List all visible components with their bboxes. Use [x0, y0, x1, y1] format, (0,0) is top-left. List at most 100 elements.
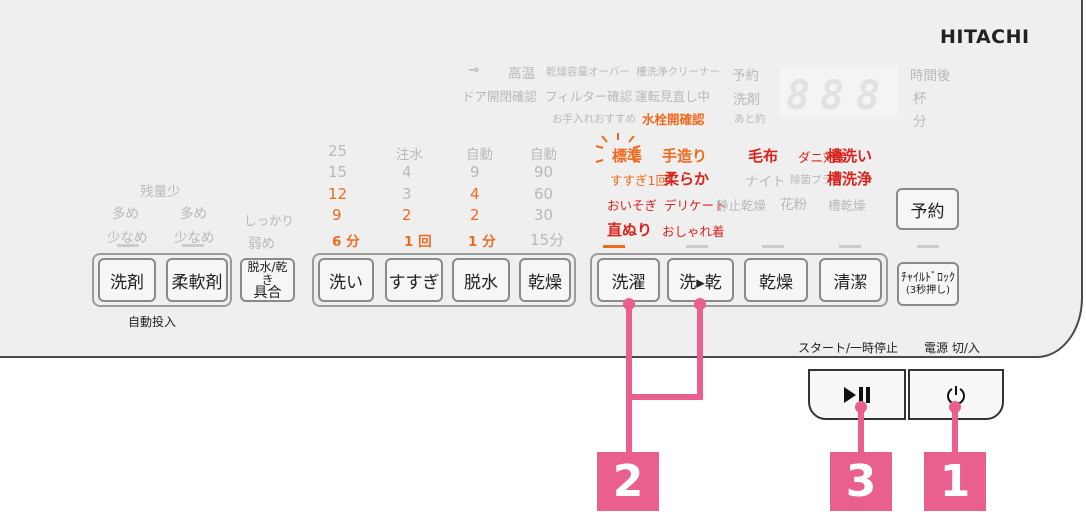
wash-value: 25	[328, 142, 348, 160]
course-fashion: おしゃれ着	[662, 224, 725, 239]
course-direct-apply: 直ぬり	[607, 221, 653, 239]
indicator-remaining: あと約	[734, 113, 766, 125]
course-pollen: 花粉	[780, 197, 807, 213]
spin-value: 4	[470, 185, 480, 203]
spin-dry-level-button[interactable]: 脱水/乾き具合	[240, 258, 295, 302]
indicator-dash	[839, 245, 861, 248]
step-marker-2: 2	[597, 452, 659, 511]
lcd-digit: 8	[786, 73, 811, 119]
indicator-dash-active	[603, 245, 625, 248]
course-standard: 標準	[612, 147, 643, 165]
clean-course-button[interactable]: 清潔	[819, 258, 882, 302]
key-icon: ⊸	[468, 62, 480, 78]
callout-line	[626, 394, 703, 400]
course-soft: 柔らか	[664, 170, 710, 188]
wash-value: 12	[328, 185, 348, 203]
auto-dose-label: 自動投入	[128, 315, 177, 329]
course-static-dry: 静止乾燥	[716, 198, 767, 213]
course-tub-wash: 槽洗い	[827, 147, 873, 165]
callout-line	[858, 406, 864, 452]
detergent-button[interactable]: 洗剤	[98, 258, 156, 302]
indicator-faucet-check: 水栓開確認	[642, 112, 705, 127]
rinse-value: 4	[402, 163, 412, 181]
lcd-digit: 8	[856, 73, 881, 119]
step-marker-1: 1	[924, 452, 986, 511]
course-handmade: 手造り	[662, 147, 708, 165]
indicator-dash	[117, 244, 139, 247]
detergent-button-group	[92, 253, 232, 307]
child-lock-hint: (3秒押し)	[905, 285, 951, 296]
indicator-care-recommend: お手入れおすすめ	[552, 113, 636, 125]
unit-cups: 杯	[913, 91, 927, 107]
indicator-dash	[182, 244, 204, 247]
indicator-dash	[762, 245, 784, 248]
indicator-tub-cleaner: 槽洗浄クリーナー	[636, 66, 720, 78]
reserve-button[interactable]: 予約	[896, 188, 959, 230]
indicator-door-check: ドア開閉確認	[462, 89, 538, 104]
rinse-value: 3	[402, 185, 412, 203]
label-softener-less: 少なめ	[174, 230, 215, 246]
dry-course-button[interactable]: 乾燥	[744, 258, 808, 302]
lcd-display	[780, 66, 898, 116]
settings-button-group	[312, 253, 576, 307]
highlight-burst-icon	[595, 133, 641, 163]
wash-button[interactable]: 洗い	[318, 258, 374, 302]
indicator-detergent: 洗剤	[733, 92, 760, 108]
indicator-reviewing: 運転見直し中	[635, 89, 711, 104]
spin-value: 自動	[466, 147, 493, 163]
rinse-value: 注水	[396, 147, 423, 163]
indicator-dry-overload: 乾燥容量オーバー	[546, 66, 630, 78]
dry-value: 30	[534, 206, 554, 224]
wash-dry-course-button[interactable]: 洗▸乾	[667, 258, 734, 302]
lcd-digit: 8	[820, 73, 845, 119]
course-mite: ダニ対策	[798, 150, 849, 165]
indicator-dash	[917, 245, 939, 248]
course-tub-clean: 槽洗浄	[827, 170, 873, 188]
label-firm: しっかり	[244, 213, 295, 228]
dry-button[interactable]: 乾燥	[519, 258, 571, 302]
softener-button[interactable]: 柔軟剤	[166, 258, 228, 302]
label-weak: 弱め	[248, 236, 275, 252]
brand-logo: HITACHI	[940, 26, 1030, 48]
start-pause-button[interactable]	[808, 369, 906, 420]
rinse-value-selected: 1 回	[404, 234, 432, 250]
course-sterilize-plus: 除菌プラス	[790, 174, 843, 186]
label-detergent-more: 多め	[112, 206, 139, 222]
spin-value: 9	[470, 163, 480, 181]
label-softener-more: 多め	[180, 206, 207, 222]
dry-value: 60	[534, 185, 554, 203]
course-delicate: デリケート	[664, 198, 727, 213]
rinse-button[interactable]: すすぎ	[385, 258, 443, 302]
wash-value: 9	[332, 206, 342, 224]
spin-value-selected: 1 分	[468, 234, 496, 250]
course-hurry: おいそぎ	[607, 198, 658, 213]
child-lock-button[interactable]: ﾁｬｲﾙﾄﾞﾛｯｸ(3秒押し)	[897, 262, 959, 306]
callout-line	[952, 406, 958, 452]
spin-value: 2	[470, 206, 480, 224]
course-tub-dry: 槽乾燥	[828, 198, 866, 213]
laundry-course-button[interactable]: 洗濯	[597, 258, 660, 302]
wash-value: 15	[328, 163, 348, 181]
course-blanket: 毛布	[748, 147, 779, 165]
power-label: 電源 切/入	[924, 341, 980, 355]
spin-button[interactable]: 脱水	[452, 258, 510, 302]
spin-dry-label-line1: 脱水/乾き	[247, 259, 288, 287]
dry-value: 自動	[530, 147, 557, 163]
dry-value: 90	[534, 163, 554, 181]
unit-minutes: 分	[913, 114, 927, 130]
play-pause-icon	[844, 386, 870, 403]
course-rinse-once: すすぎ1回	[610, 173, 668, 188]
label-remaining-low: 残量少	[140, 184, 181, 200]
indicator-high-temp: 高温	[508, 66, 535, 82]
step-marker-3: 3	[830, 452, 892, 511]
rinse-value: 2	[402, 206, 412, 224]
wash-value-selected: 6 分	[332, 234, 360, 250]
unit-hours-later: 時間後	[910, 68, 951, 84]
start-pause-label: スタート/一時停止	[798, 341, 899, 355]
indicator-reserve: 予約	[732, 68, 759, 84]
course-button-group	[590, 253, 888, 307]
child-lock-label: ﾁｬｲﾙﾄﾞﾛｯｸ	[900, 270, 955, 284]
callout-line	[697, 304, 703, 398]
callout-line	[626, 304, 632, 452]
spin-dry-label-line2: 具合	[253, 284, 282, 301]
